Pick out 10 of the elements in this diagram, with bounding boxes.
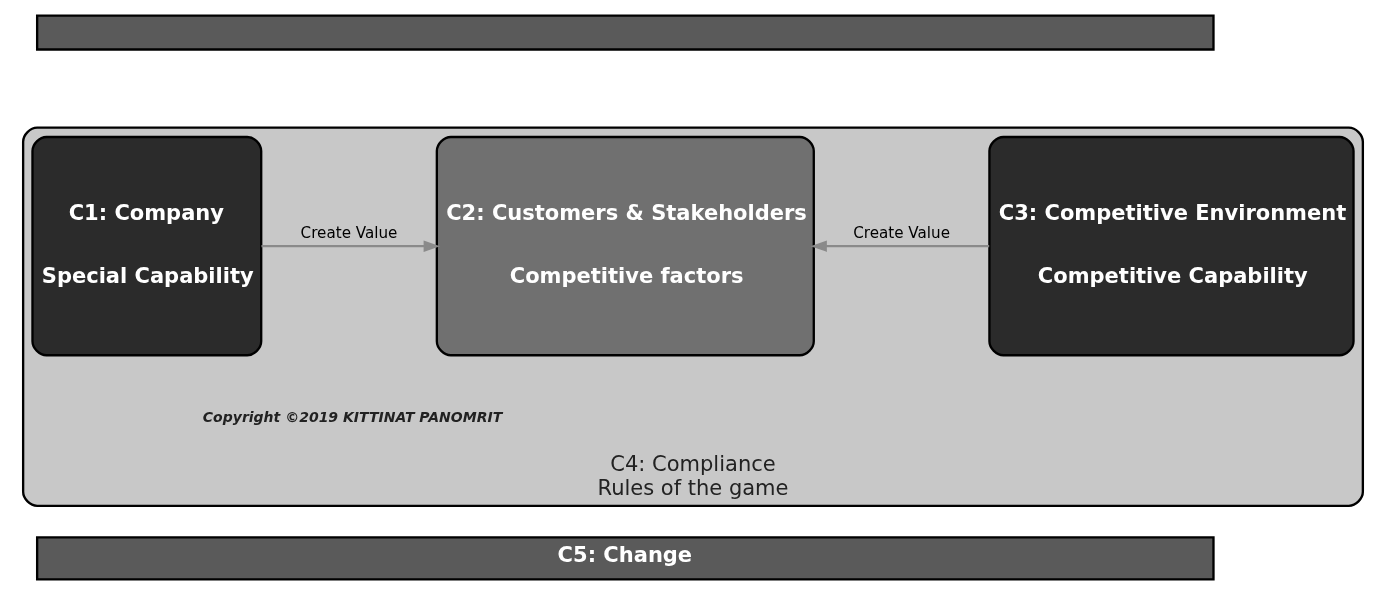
label: Copyright ©2019 KITTINAT PANOMRIT: [202, 408, 503, 425]
edge-label: Create Value: [853, 224, 951, 243]
node-box: C5: Change: [35, 536, 1215, 581]
arrow: [810, 240, 990, 252]
node-box: C2: Customers & Stakeholders Competitive factors: [435, 135, 815, 357]
node-bar: [35, 14, 1215, 51]
node-box: C1: Company Special Capability: [31, 135, 263, 357]
node-box: C3: Competitive Environment Competitive Capability: [988, 135, 1355, 357]
arrow: [261, 240, 440, 252]
edge-label: Create Value: [300, 224, 398, 243]
